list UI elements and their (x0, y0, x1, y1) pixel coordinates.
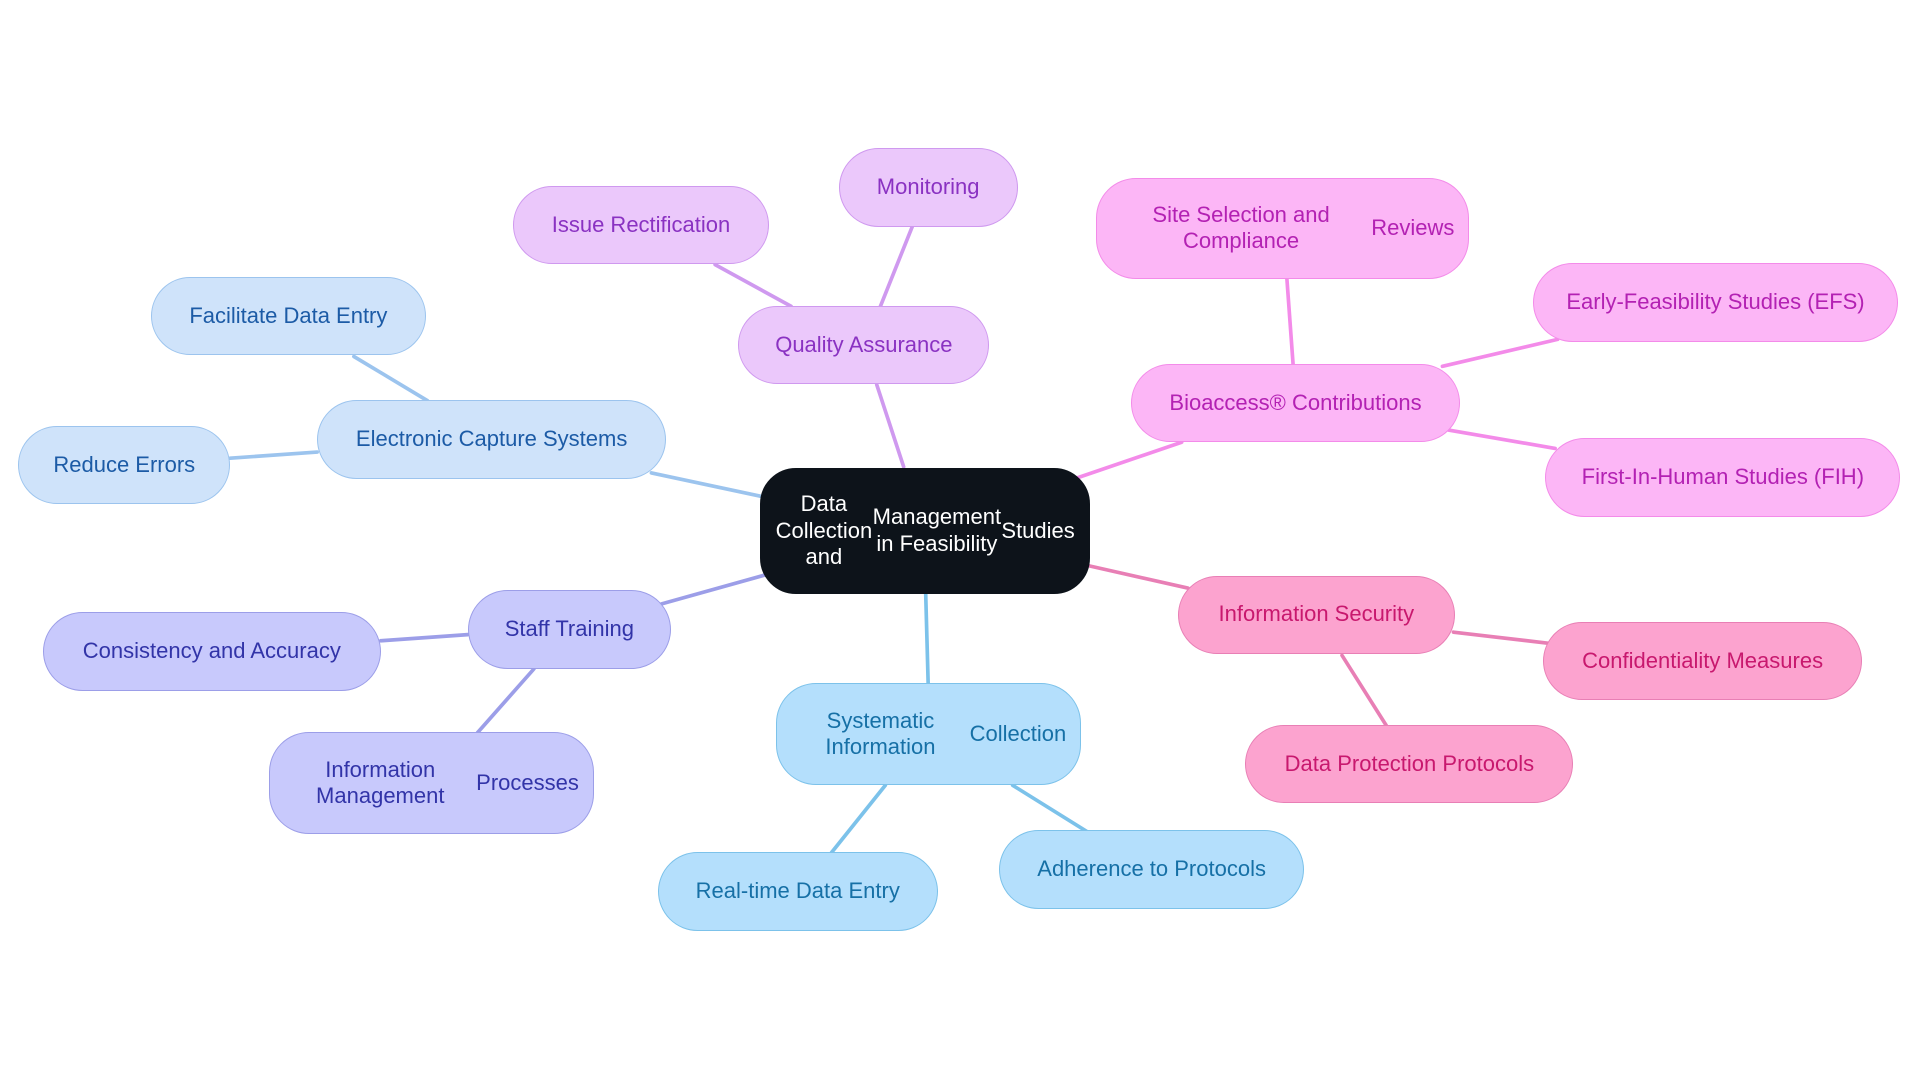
connector-site-selection (1285, 277, 1295, 366)
node-information-security[interactable]: Information Security (1177, 575, 1455, 654)
connector-quality-assurance (874, 382, 906, 469)
connector-adherence-protocols (1010, 783, 1090, 834)
connector-confidentiality-measures (1451, 630, 1550, 646)
node-systematic-collection-line-1: Systematic Information (825, 707, 936, 760)
connector-information-management (475, 667, 536, 735)
connector-facilitate-data-entry (352, 354, 430, 403)
connector-issue-rectification (713, 262, 793, 309)
connector-staff-training (659, 572, 769, 606)
node-bioaccess-contributions[interactable]: Bioaccess® Contributions (1131, 363, 1460, 443)
node-monitoring[interactable]: Monitoring (838, 148, 1018, 227)
node-fih[interactable]: First-In-Human Studies (FIH) (1545, 438, 1901, 517)
connector-systematic-collection (923, 592, 931, 686)
connector-real-time-entry (829, 783, 888, 855)
node-efs[interactable]: Early-Feasibility Studies (EFS) (1533, 263, 1898, 342)
connector-bioaccess-contributions (1075, 440, 1184, 480)
node-data-protection[interactable]: Data Protection Protocols (1245, 724, 1574, 804)
node-reduce-errors[interactable]: Reduce Errors (18, 426, 231, 505)
node-quality-assurance[interactable]: Quality Assurance (738, 306, 990, 385)
node-staff-training[interactable]: Staff Training (467, 590, 671, 669)
connector-consistency-accuracy (378, 632, 470, 643)
connector-efs (1440, 337, 1560, 369)
node-root-line-3: Studies (1001, 517, 1075, 543)
connector-electronic-capture-systems (649, 471, 763, 499)
connector-fih (1446, 428, 1557, 451)
connector-information-security (1087, 564, 1190, 590)
node-electronic-capture-systems[interactable]: Electronic Capture Systems (317, 400, 667, 479)
connector-data-protection (1340, 653, 1388, 728)
node-information-management-line-1: Information Management (316, 756, 445, 809)
connector-reduce-errors (228, 450, 319, 461)
connector-monitoring (878, 224, 915, 309)
node-issue-rectification[interactable]: Issue Rectification (513, 186, 769, 265)
node-root-line-2: Management in Feasibility (872, 504, 1002, 556)
node-root-line-1: Data Collection and (775, 491, 873, 569)
node-confidentiality-measures[interactable]: Confidentiality Measures (1542, 622, 1863, 701)
node-real-time-entry[interactable]: Real-time Data Entry (657, 852, 938, 931)
node-facilitate-data-entry[interactable]: Facilitate Data Entry (150, 276, 427, 356)
node-site-selection-line-1: Site Selection and Compliance (1152, 201, 1330, 254)
node-systematic-collection-line-2: Collection (969, 720, 1067, 746)
node-consistency-accuracy[interactable]: Consistency and Accuracy (42, 612, 381, 691)
node-systematic-collection[interactable]: Systematic Information Collection (776, 683, 1082, 785)
node-site-selection[interactable]: Site Selection and Compliance Reviews (1095, 177, 1470, 280)
node-adherence-protocols[interactable]: Adherence to Protocols (999, 830, 1305, 909)
node-information-management-line-2: Processes (476, 769, 579, 795)
node-site-selection-line-2: Reviews (1371, 215, 1455, 241)
node-information-management[interactable]: Information Management Processes (269, 732, 594, 834)
